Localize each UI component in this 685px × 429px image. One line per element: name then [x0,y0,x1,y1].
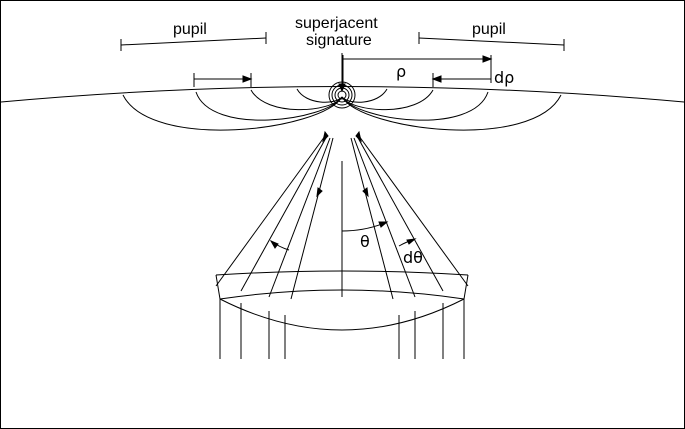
signature-label: signature [306,32,372,49]
pupil-left-label: pupil [173,21,207,38]
pupil-right-bracket [418,32,565,51]
ray-bundles [215,130,469,300]
rho-arrow [342,55,493,85]
pupil-right-label: pupil [472,21,506,38]
theta-label: θ [360,232,370,251]
d-theta-label: dθ [403,248,423,267]
lens [215,270,469,331]
left-width-arrow [193,73,253,87]
parallel-rays [219,299,465,359]
d-rho-arrow [431,73,491,87]
source-marker [328,53,356,109]
pupil-left-bracket [120,32,267,51]
field-lines [122,88,562,131]
rho-label: ρ [396,62,407,81]
superjacent-label: superjacent [295,15,378,32]
d-rho-label: dρ [494,68,515,87]
